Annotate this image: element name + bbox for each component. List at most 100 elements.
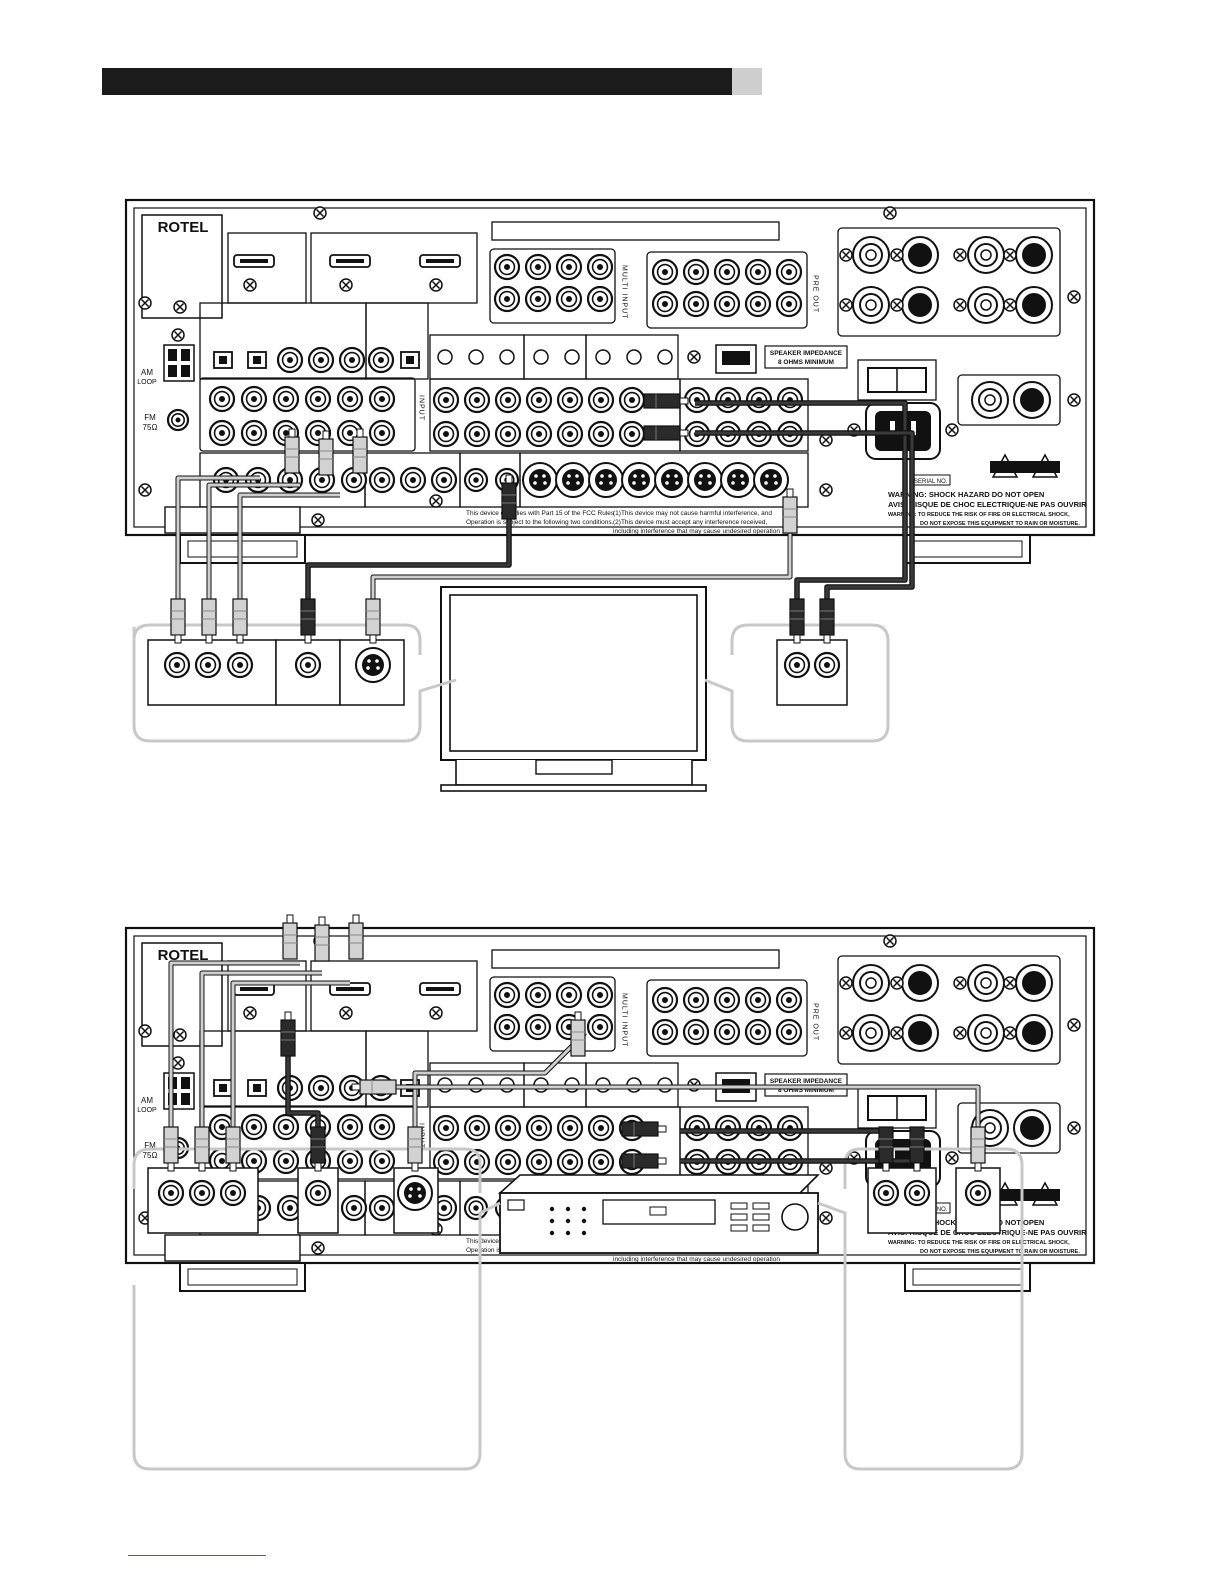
monitor-out-block — [679, 378, 809, 452]
rca-jack-pin — [824, 662, 830, 668]
screw-cross — [689, 352, 699, 362]
screw-cross — [173, 1058, 183, 1068]
rca-jack-pin — [567, 1159, 573, 1165]
rca-jack-pin — [566, 296, 572, 302]
screw-cross — [841, 1028, 851, 1038]
rca-jack-ring — [498, 1018, 516, 1036]
rca-jack-pin — [794, 662, 800, 668]
trigger-jack — [626, 349, 642, 365]
component-plug — [282, 922, 298, 960]
rca-jack-ring — [171, 413, 186, 428]
component-plug — [314, 924, 330, 962]
rca-jack-ring — [498, 986, 516, 1004]
rca-jack-ring — [213, 424, 231, 442]
component-plug — [348, 922, 364, 960]
plug-tip — [284, 1011, 292, 1021]
rca-jack-pin — [597, 1024, 603, 1030]
rca-jack-pin — [347, 396, 353, 402]
trigger-jack — [437, 349, 453, 365]
rca-jack-ring — [437, 391, 455, 409]
fcc-text: (1)This device may not cause harmful int… — [613, 510, 772, 517]
rca-jack-pin — [598, 431, 604, 437]
screw-cross — [955, 1028, 965, 1038]
rca-jack-pin — [378, 357, 384, 363]
rca-jack-pin — [443, 397, 449, 403]
plug-tip — [288, 428, 296, 438]
svideo-pin — [376, 666, 380, 670]
rca-jack-pin — [349, 357, 355, 363]
header-bar — [102, 68, 732, 95]
rca-jack-pin — [474, 397, 480, 403]
binding-post-hole — [980, 299, 992, 311]
rca-jack-ring — [468, 472, 484, 488]
brand-logo: ROTEL — [158, 219, 209, 236]
rca-jack-ring — [749, 991, 767, 1009]
am-loop-label: LOOP — [137, 379, 157, 386]
screw-cross — [841, 978, 851, 988]
rca-jack-ring — [277, 1152, 295, 1170]
rca-jack-ring — [341, 1152, 359, 1170]
plug-tip — [174, 634, 182, 644]
rca-jack-ring — [687, 991, 705, 1009]
deck-key — [565, 1206, 571, 1212]
rca-jack-ring — [437, 1153, 455, 1171]
rca-jack-ring — [780, 991, 798, 1009]
binding-post-cap — [908, 1021, 932, 1045]
plug-tip — [679, 397, 689, 405]
component-plug — [284, 436, 300, 474]
rca-jack-ring — [687, 1023, 705, 1041]
plug-tip — [304, 634, 312, 644]
multi-input-block — [489, 248, 616, 324]
plug-tip — [322, 430, 330, 440]
rca-jack-pin — [319, 477, 325, 483]
rca-jack-ring — [750, 1119, 768, 1137]
component-plug-tv — [232, 598, 248, 636]
rca-jack-pin — [755, 269, 761, 275]
plug-tip — [351, 1083, 361, 1091]
tv-audio-outline — [704, 623, 890, 743]
plug-tip — [974, 1162, 982, 1172]
svideo-pin — [418, 1194, 422, 1198]
rca-jack-pin — [597, 296, 603, 302]
screw-cross — [955, 978, 965, 988]
center-speaker-block — [957, 1102, 1061, 1154]
rca-jack-pin — [474, 1125, 480, 1131]
rca-jack-ring — [592, 1119, 610, 1137]
screw-cross — [341, 280, 351, 290]
rca-jack-pin — [251, 396, 257, 402]
rca-jack-pin — [318, 357, 324, 363]
center-speaker-block — [957, 374, 1061, 426]
audio-plug-tv — [789, 598, 805, 636]
rca-jack-ring — [299, 656, 317, 674]
rca-jack-ring — [718, 991, 736, 1009]
svideo-jack-body — [362, 654, 384, 676]
rca-jack-pin — [441, 1205, 447, 1211]
svideo-pin — [708, 481, 712, 485]
svideo-pin — [408, 1194, 412, 1198]
rca-jack-pin — [283, 396, 289, 402]
trigger-jack — [595, 349, 611, 365]
audio-plug-receiver — [621, 1121, 659, 1137]
rca-jack-ring — [529, 1018, 547, 1036]
speaker-impedance-label: 8 OHMS MINIMUM — [778, 1087, 834, 1094]
screw-cross — [947, 425, 957, 435]
deck-power-button — [507, 1199, 525, 1211]
rca-jack-pin — [283, 1158, 289, 1164]
deck-key — [549, 1218, 555, 1224]
rca-jack-pin — [755, 1029, 761, 1035]
rca-jack-ring — [245, 390, 263, 408]
am-terminal-clip — [168, 365, 177, 377]
warning-label-bar — [990, 1189, 1060, 1201]
rca-jack-pin — [755, 997, 761, 1003]
rca-jack-ring — [591, 290, 609, 308]
screw-cross — [821, 485, 831, 495]
rca-jack-pin — [629, 431, 635, 437]
svideo-jack-body — [595, 469, 617, 491]
pre-out-label: PRE OUT — [812, 275, 819, 313]
rca-jack-pin — [219, 1124, 225, 1130]
model-label-plate — [164, 1234, 301, 1262]
rca-jack-ring — [749, 263, 767, 281]
rca-jack-pin — [505, 1159, 511, 1165]
rca-jack-pin — [662, 269, 668, 275]
composite-video-cable — [306, 515, 511, 625]
